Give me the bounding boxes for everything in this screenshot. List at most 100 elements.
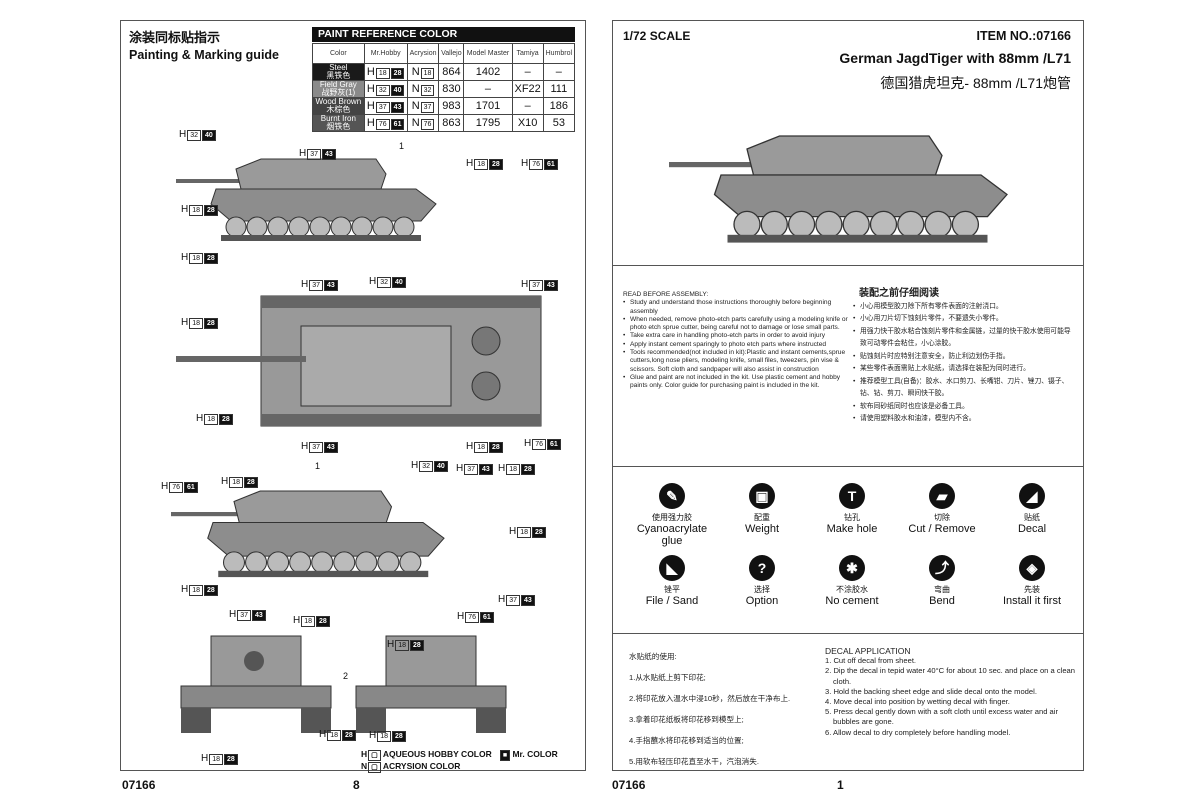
callout-prefix: H bbox=[181, 584, 189, 595]
decal-step: 6. Allow decal to dry completely before … bbox=[825, 727, 1011, 737]
divider bbox=[613, 265, 1083, 266]
callout-prefix: H bbox=[301, 279, 309, 290]
humbrol-code: 186 bbox=[542, 97, 576, 115]
vallejo-code: 863 bbox=[438, 114, 465, 132]
callout-aqueous: 18 bbox=[395, 640, 410, 651]
vallejo-code: 830 bbox=[438, 80, 465, 98]
symbol-label-en: Option bbox=[745, 595, 779, 607]
decal-en-title: DECAL APPLICATION bbox=[825, 646, 911, 656]
callout-mr-color: 28 bbox=[219, 414, 233, 425]
callout-prefix: H bbox=[229, 609, 237, 620]
n-prefix: N bbox=[411, 82, 420, 95]
cut-icon: ▰ bbox=[929, 483, 955, 509]
callout-prefix: H bbox=[181, 204, 189, 215]
acrysion-number: 32 bbox=[420, 84, 435, 96]
callout-mr-color: 40 bbox=[202, 130, 216, 141]
h-prefix: H bbox=[366, 116, 375, 129]
callout-aqueous: 32 bbox=[187, 130, 202, 141]
decal-icon: ◢ bbox=[1019, 483, 1045, 509]
symbol-label-cn: 使用强力胶 bbox=[652, 513, 692, 522]
callout-mr-color: 43 bbox=[479, 464, 493, 475]
road-wheel bbox=[399, 551, 422, 574]
instruction-item: Glue and paint are not included in the k… bbox=[623, 374, 848, 391]
road-wheel bbox=[842, 210, 870, 239]
symbol-label-en: Weight bbox=[744, 523, 780, 535]
callout-prefix: H bbox=[369, 730, 377, 741]
tamiya-code: XF22 bbox=[511, 80, 544, 98]
callout-prefix: H bbox=[293, 615, 301, 626]
callout-prefix: H bbox=[221, 476, 229, 487]
track bbox=[727, 234, 988, 243]
n-prefix: N bbox=[411, 65, 420, 78]
instruction-item-cn: 小心用模型胶刀除下所有零件表面的注射浇口。 bbox=[853, 301, 1075, 314]
gun-barrel bbox=[171, 512, 255, 517]
callout-mr-color: 61 bbox=[184, 482, 198, 493]
right-page-number: 1 bbox=[837, 778, 844, 792]
road-wheel bbox=[924, 210, 952, 239]
callout-aqueous: 37 bbox=[506, 595, 521, 606]
part-pointer-label: 1 bbox=[399, 141, 405, 151]
legend-h-prefix: H bbox=[361, 749, 368, 759]
instruction-item-cn: 请使用塑料胶水和油漆，模型内不含。 bbox=[853, 413, 1075, 426]
road-wheel bbox=[869, 210, 898, 239]
callout-aqueous: 18 bbox=[377, 731, 392, 742]
callout-aqueous: 18 bbox=[189, 205, 204, 216]
color-name-en: Steel bbox=[329, 63, 348, 72]
glue-icon: ✎ bbox=[659, 483, 685, 509]
callout-aqueous: 18 bbox=[229, 477, 244, 488]
road-wheel bbox=[897, 210, 925, 239]
callout-aqueous: 37 bbox=[309, 280, 324, 291]
callout-aqueous: 76 bbox=[169, 482, 184, 493]
callout-prefix: H bbox=[161, 481, 169, 492]
humbrol-code: 111 bbox=[542, 80, 576, 98]
callout-aqueous: 18 bbox=[189, 318, 204, 329]
humbrol-code: – bbox=[542, 63, 576, 81]
part-pointer-label: 2 bbox=[343, 671, 349, 681]
painting-guide-page: 涂装同标贴指示 Painting & Marking guide PAINT R… bbox=[120, 20, 586, 773]
legend-mr-color: Mr. COLOR bbox=[512, 749, 558, 759]
callout-prefix: H bbox=[299, 148, 307, 159]
road-wheel bbox=[289, 551, 312, 574]
right-footer-code: 07166 bbox=[612, 778, 646, 792]
callout-aqueous: 18 bbox=[301, 616, 316, 627]
road-wheel bbox=[372, 216, 394, 238]
divider bbox=[613, 466, 1083, 467]
color-name-cn: 黑铁色 bbox=[326, 71, 351, 80]
decal-step-cn: 5.用软布轻压印花直至水干，汽泡消失. bbox=[629, 757, 759, 766]
callout-aqueous: 18 bbox=[327, 730, 342, 741]
callout-mr-color: 61 bbox=[544, 159, 558, 170]
road-wheel bbox=[288, 216, 310, 238]
scale-label: 1/72 SCALE bbox=[623, 29, 691, 43]
road-wheel bbox=[815, 210, 843, 239]
decal-step-cn: 3.拿着印花纸板将印花移到模型上; bbox=[629, 715, 744, 724]
symbol-label-cn: 钻孔 bbox=[844, 513, 860, 522]
legend-aqueous: AQUEOUS HOBBY COLOR bbox=[382, 749, 492, 759]
rear-view bbox=[355, 635, 507, 733]
callout-prefix: H bbox=[509, 526, 517, 537]
drill-icon: T bbox=[839, 483, 865, 509]
decal-step-cn: 2.将印花放入温水中浸10秒，然后放在干净布上. bbox=[629, 694, 791, 703]
symbol-label-cn: 不涂胶水 bbox=[836, 585, 868, 594]
color-name-en: Wood Brown bbox=[315, 97, 362, 106]
model_master-code: 1795 bbox=[463, 114, 513, 132]
